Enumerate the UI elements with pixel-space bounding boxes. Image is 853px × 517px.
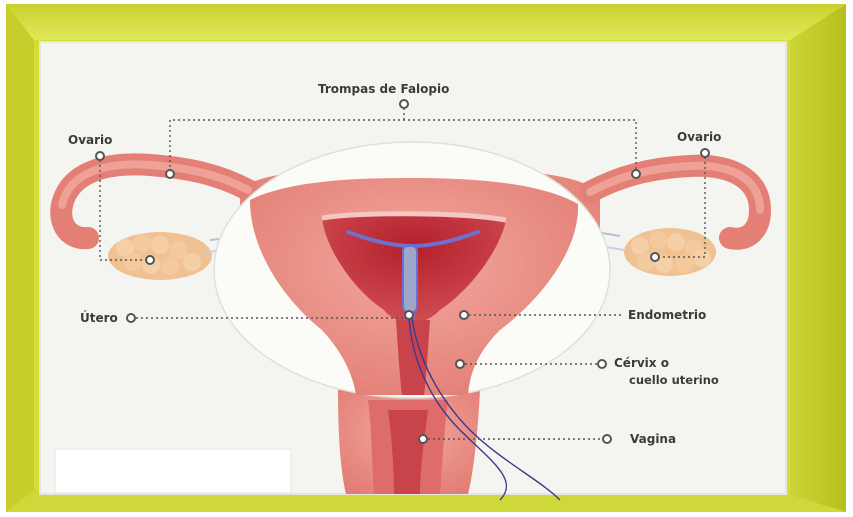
- white-sticker: [55, 449, 291, 493]
- right-ovary: [624, 228, 716, 276]
- uterus-label: Útero: [80, 311, 118, 325]
- frame-left: [6, 4, 34, 512]
- frame-top: [6, 4, 846, 40]
- frame-right: [790, 4, 846, 512]
- left-ovary: [108, 232, 212, 280]
- left-ovary-label: Ovario: [68, 133, 112, 147]
- vagina-label: Vagina: [630, 432, 676, 446]
- cervix-label-line1: Cérvix o: [614, 356, 669, 370]
- cervix-label-line2: cuello uterino: [629, 373, 719, 387]
- endometrium-label: Endometrio: [628, 308, 706, 322]
- fallopian-tubes-label: Trompas de Falopio: [318, 82, 449, 96]
- right-ovary-label: Ovario: [677, 130, 721, 144]
